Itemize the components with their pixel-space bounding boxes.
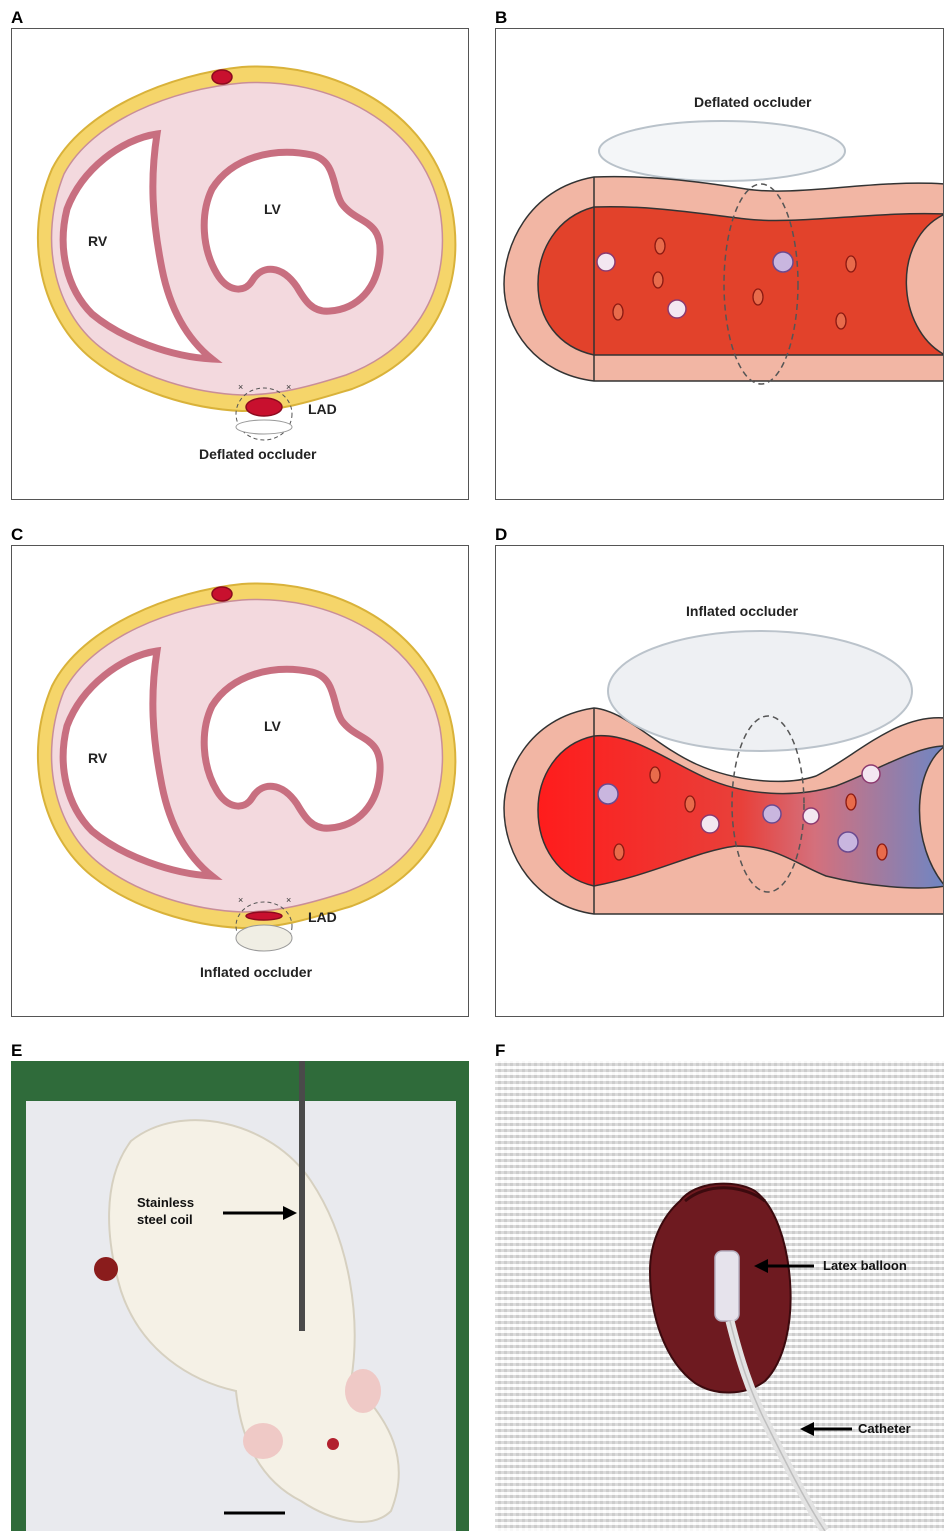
lv-label: LV (264, 201, 282, 217)
heart-photo-illustration (495, 1061, 944, 1531)
occluder-label: Inflated occluder (200, 964, 313, 980)
white-cell (597, 253, 615, 271)
panel-d-vessel-inflated: Inflated occluder (495, 545, 944, 1017)
rat-photo-illustration (11, 1061, 469, 1531)
lymphocyte (598, 784, 618, 804)
panel-label-f: F (495, 1041, 505, 1061)
rv-label: RV (88, 233, 108, 249)
vessel-diagram-inflated: Inflated occluder (496, 546, 944, 1017)
occluder-label: Deflated occluder (199, 446, 317, 462)
lymphocyte (773, 252, 793, 272)
deflated-occluder-balloon (599, 121, 845, 181)
panel-label-d: D (495, 525, 507, 545)
occluder-label: Inflated occluder (686, 603, 799, 619)
blood-spot (94, 1257, 118, 1281)
rat-eye (327, 1438, 339, 1450)
coil-label-line1: Stainless (137, 1194, 194, 1211)
panel-e-rat-photo (11, 1061, 469, 1531)
white-cell (862, 765, 880, 783)
white-cell (803, 808, 819, 824)
svg-text:×: × (286, 382, 291, 392)
catheter-label: Catheter (858, 1421, 911, 1436)
heart-diagram-deflated: × × RV LV LAD Deflated occluder (12, 29, 469, 500)
balloon-arrow (754, 1256, 814, 1276)
panel-b-vessel-deflated: Deflated occluder (495, 28, 944, 500)
top-coronary-vessel (212, 587, 232, 601)
svg-text:×: × (286, 895, 291, 905)
panel-label-e: E (11, 1041, 22, 1061)
coil-label: Stainless steel coil (137, 1194, 194, 1228)
lad-label: LAD (308, 401, 337, 417)
inflated-occluder-balloon (608, 631, 912, 751)
latex-balloon (715, 1251, 739, 1321)
coil-label-line2: steel coil (137, 1211, 194, 1228)
top-coronary-vessel (212, 70, 232, 84)
panel-a-heart-cross-section: × × RV LV LAD Deflated occluder (11, 28, 469, 500)
lymphocyte (838, 832, 858, 852)
inflated-occluder-shape (236, 925, 292, 951)
lad-vessel-compressed (246, 912, 282, 920)
coil-arrow-overlay (223, 1203, 303, 1223)
panel-label-a: A (11, 8, 23, 28)
vessel-lumen (538, 207, 944, 355)
white-cell (668, 300, 686, 318)
catheter-arrow (800, 1419, 852, 1439)
lymphocyte (763, 805, 781, 823)
lad-label: LAD (308, 909, 337, 925)
svg-text:×: × (238, 895, 243, 905)
svg-text:×: × (238, 382, 243, 392)
heart-diagram-inflated: × × RV LV LAD Inflated occluder (12, 546, 469, 1017)
panel-label-c: C (11, 525, 23, 545)
rat-ear (243, 1423, 283, 1459)
occluder-label: Deflated occluder (694, 94, 812, 110)
rat-ear (345, 1369, 381, 1413)
stainless-steel-coil (299, 1061, 305, 1331)
lad-vessel (246, 398, 282, 416)
lv-label: LV (264, 718, 282, 734)
panel-f-heart-photo (495, 1061, 944, 1531)
white-cell (701, 815, 719, 833)
panel-label-b: B (495, 8, 507, 28)
panel-c-heart-cross-section: × × RV LV LAD Inflated occluder (11, 545, 469, 1017)
rv-label: RV (88, 750, 108, 766)
balloon-label: Latex balloon (823, 1258, 907, 1273)
vessel-diagram-deflated: Deflated occluder (496, 29, 944, 500)
deflated-occluder-shape (236, 420, 292, 434)
